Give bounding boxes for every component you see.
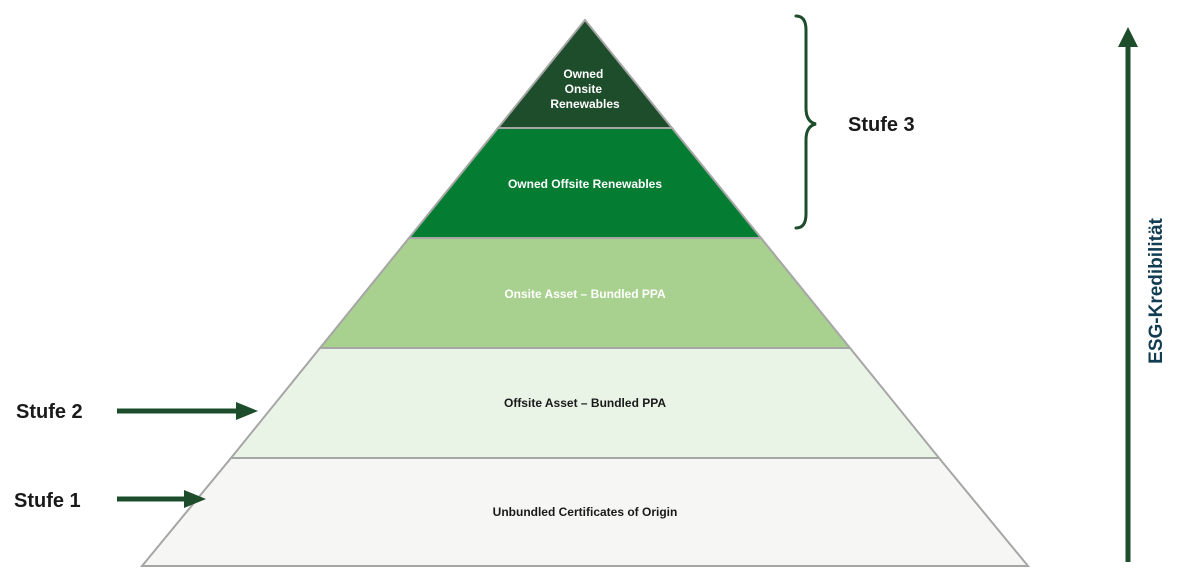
esg-credibility-label: ESG-Kredibilität bbox=[1146, 217, 1167, 363]
tier-unbundled-certificates bbox=[139, 457, 1031, 567]
stufe-1-arrow-icon bbox=[117, 490, 206, 508]
stufe-2-label: Stufe 2 bbox=[16, 401, 83, 423]
tier-unbundled-certificates-label: Unbundled Certificates of Origin bbox=[493, 505, 678, 519]
pyramid: Owned Onsite Renewables Owned Offsite Re… bbox=[139, 18, 1031, 567]
tier-owned-offsite-label: Owned Offsite Renewables bbox=[508, 177, 662, 191]
stufe-2-arrow-icon bbox=[117, 402, 258, 420]
tier-onsite-asset-ppa-label: Onsite Asset – Bundled PPA bbox=[504, 287, 666, 301]
esg-credibility-arrow-icon bbox=[1118, 27, 1138, 562]
stufe-1-label: Stufe 1 bbox=[14, 490, 81, 512]
stufe-3-brace-icon bbox=[794, 14, 817, 230]
tier-offsite-asset-ppa-label: Offsite Asset – Bundled PPA bbox=[504, 396, 666, 410]
stufe-3-label: Stufe 3 bbox=[848, 114, 915, 136]
tier-owned-onsite-label: Owned Onsite Renewables bbox=[550, 67, 620, 111]
